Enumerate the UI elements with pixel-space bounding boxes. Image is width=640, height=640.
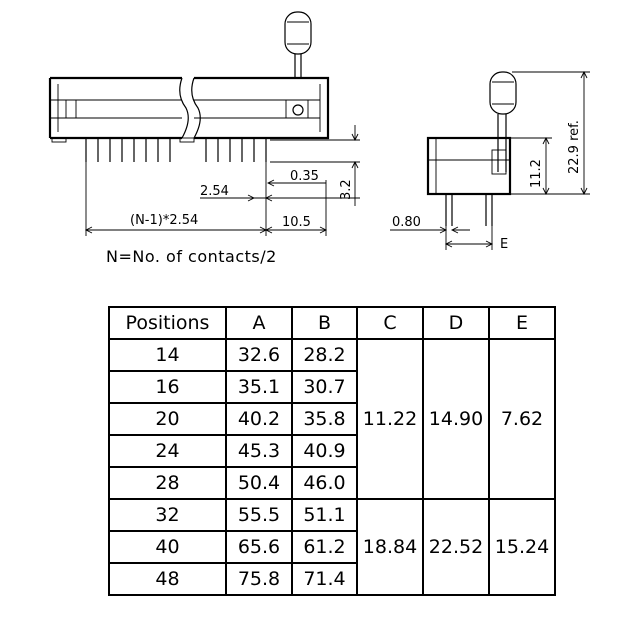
table-row: 16 35.1 30.7	[108, 370, 555, 404]
cell-a: 75.8	[225, 562, 293, 596]
side-view: 22.9 ref. 11.2 0.80 E	[390, 70, 590, 252]
cell-b: 30.7	[291, 370, 358, 404]
cell-a: 35.1	[225, 370, 293, 404]
cell-a: 40.2	[225, 402, 293, 436]
dimension-table: Positions A B C D E 14 32.6 28.2 11.22 1…	[108, 306, 556, 596]
cell-c-group2: 18.84	[356, 498, 424, 596]
front-view: 0.35 3.2 2.54 (N-1)*2.54 10.5	[48, 11, 360, 236]
cell-a: 32.6	[225, 338, 293, 372]
table-row: 48 75.8 71.4	[108, 562, 555, 596]
table-row: 40 65.6 61.2	[108, 530, 555, 564]
cell-positions: 14	[108, 338, 227, 372]
technical-drawing: 0.35 3.2 2.54 (N-1)*2.54 10.5	[48, 11, 590, 266]
cell-positions: 20	[108, 402, 227, 436]
dim-pitch: (N-1)*2.54	[130, 213, 198, 228]
header-d: D	[422, 306, 490, 340]
table-header-row: Positions A B C D E	[108, 306, 556, 340]
dim-10-5: 10.5	[282, 215, 311, 230]
cell-b: 40.9	[291, 434, 358, 468]
cell-a: 55.5	[225, 498, 293, 532]
cell-a: 45.3	[225, 434, 293, 468]
cell-d-group1: 14.90	[422, 338, 490, 500]
dim-2-54: 2.54	[200, 184, 229, 199]
header-e: E	[488, 306, 556, 340]
table-row: 20 40.2 35.8	[108, 402, 555, 436]
cell-positions: 40	[108, 530, 227, 564]
cell-b: 61.2	[291, 530, 358, 564]
cell-positions: 48	[108, 562, 227, 596]
contacts-note: N=No. of contacts/2	[106, 247, 277, 266]
dim-3-2: 3.2	[339, 179, 354, 200]
cell-positions: 24	[108, 434, 227, 468]
table-row: 28 50.4 46.0	[108, 466, 555, 500]
socket-body	[50, 76, 330, 140]
header-positions: Positions	[108, 306, 227, 340]
header-b: B	[291, 306, 358, 340]
dim-0-35: 0.35	[290, 169, 319, 184]
header-a: A	[225, 306, 293, 340]
cell-a: 65.6	[225, 530, 293, 564]
lever-knob	[284, 11, 312, 55]
cell-c-group1: 11.22	[356, 338, 424, 500]
cell-b: 46.0	[291, 466, 358, 500]
dim-E: E	[500, 237, 508, 252]
cell-positions: 16	[108, 370, 227, 404]
break-line	[179, 77, 189, 139]
dim-22-9: 22.9 ref.	[567, 120, 582, 174]
dim-11-2: 11.2	[529, 159, 544, 188]
dim-0-80: 0.80	[392, 215, 421, 230]
pins	[85, 138, 267, 162]
table-row: 32 55.5 51.1 18.84 22.52 15.24	[108, 498, 556, 596]
table-row: 14 32.6 28.2 11.22 14.90 7.62	[108, 338, 556, 500]
cell-a: 50.4	[225, 466, 293, 500]
cell-b: 71.4	[291, 562, 358, 596]
cell-b: 51.1	[291, 498, 358, 532]
cell-b: 28.2	[291, 338, 358, 372]
cell-b: 35.8	[291, 402, 358, 436]
cell-d-group2: 22.52	[422, 498, 490, 596]
header-c: C	[356, 306, 424, 340]
side-body	[426, 136, 512, 196]
cell-e-group1: 7.62	[488, 338, 556, 500]
cell-positions: 28	[108, 466, 227, 500]
cell-positions: 32	[108, 498, 227, 532]
side-lever-knob	[489, 71, 517, 115]
cell-e-group2: 15.24	[488, 498, 556, 596]
pivot	[292, 104, 304, 116]
table-row: 24 45.3 40.9	[108, 434, 555, 468]
